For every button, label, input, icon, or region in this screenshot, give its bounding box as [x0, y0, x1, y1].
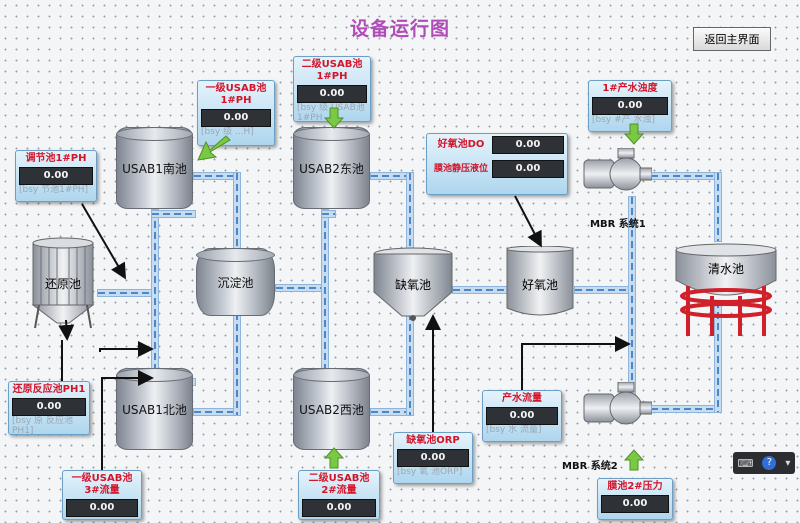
- clear-water-tank: 清水池: [672, 240, 780, 340]
- aerobic-tank: 好氧池: [505, 245, 575, 320]
- instrument-value[interactable]: 0.00: [492, 160, 564, 178]
- instrument-label: 二级USAB池 1#PH: [301, 59, 363, 82]
- settling-tank-label: 沉淀池: [217, 275, 254, 290]
- instrument-value[interactable]: 0.00: [19, 167, 93, 185]
- instrument-label: 调节池1#PH: [25, 153, 87, 164]
- instrument-label: 产水流量: [502, 393, 542, 404]
- instrument-label: 一级USAB池 1#PH: [205, 83, 267, 106]
- clear-water-tank-label: 清水池: [707, 262, 744, 276]
- pump-icon: [583, 147, 653, 191]
- reduction-tank: 还原池: [29, 237, 97, 329]
- instrument-value[interactable]: 0.00: [492, 136, 564, 154]
- instrument-value[interactable]: 0.00: [397, 449, 469, 467]
- instrument-tag: [bsy 氧 池ORP]: [397, 467, 463, 477]
- chevron-down-icon[interactable]: ▾: [785, 457, 791, 469]
- help-icon[interactable]: ?: [762, 456, 777, 470]
- instrument-label: 二级USAB池 2#流量: [308, 473, 370, 496]
- back-to-main-button[interactable]: 返回主界面: [693, 27, 771, 51]
- usab1-south-label: USAB1南池: [122, 161, 187, 176]
- instrument-label: 一级USAB池 3#流量: [71, 473, 133, 496]
- settling-tank: 沉淀池: [196, 248, 275, 316]
- usab2-west-label: USAB2西池: [299, 402, 364, 417]
- instrument-tag: [bsy 节池1#PH]: [19, 185, 89, 195]
- instrument-value[interactable]: 0.00: [66, 499, 138, 517]
- pipe: [321, 210, 336, 218]
- usab1-south-tank: USAB1南池: [116, 127, 193, 209]
- mbr2-pump: [582, 381, 653, 432]
- pipe: [714, 172, 722, 242]
- usab1-flow-display: 一级USAB池 3#流量 0.00: [62, 470, 142, 520]
- usab1-ph-display: 一级USAB池 1#PH 0.00 [bsy 级 ...H]: [197, 80, 275, 146]
- mbr1-pump: [582, 147, 653, 198]
- instrument-value[interactable]: 0.00: [201, 109, 271, 127]
- instrument-label: 好氧池DO: [437, 139, 485, 150]
- instrument-label: 膜池静压液位: [433, 164, 488, 174]
- usab1-north-tank: USAB1北池: [116, 368, 193, 450]
- usab1-north-label: USAB1北池: [122, 402, 187, 417]
- usab2-flow-display: 二级USAB池 2#流量 0.00: [298, 470, 380, 520]
- anoxic-tank-label: 缺氧池: [394, 278, 431, 292]
- instrument-label: 还原反应池PH1: [12, 384, 86, 395]
- instrument-value[interactable]: 0.00: [12, 398, 86, 416]
- instrument-value[interactable]: 0.00: [592, 97, 668, 115]
- instrument-tag: [bsy 级 ...H]: [201, 127, 254, 137]
- membrane-pressure-display: 膜池2#压力 0.00: [597, 478, 673, 520]
- level-row: 膜池静压液位 0.00: [430, 160, 564, 178]
- product-flow-display: 产水流量 0.00 [bsy 水 流量]: [482, 390, 562, 442]
- clear-water-tank-graphic: [675, 243, 777, 336]
- instrument-value[interactable]: 0.00: [486, 407, 558, 425]
- page-title: 设备运行图: [349, 18, 450, 40]
- mbr-system1-label: MBR 系统1: [590, 219, 646, 230]
- pipe: [151, 210, 196, 218]
- keyboard-icon[interactable]: ⌨: [737, 456, 754, 470]
- aerobic-do-display: 好氧池DO 0.00 膜池静压液位 0.00: [426, 133, 568, 195]
- input-method-tray: ⌨ ? ▾: [733, 452, 795, 474]
- usab2-west-tank: USAB2西池: [293, 368, 370, 450]
- instrument-value[interactable]: 0.00: [297, 85, 367, 103]
- aerobic-tank-graphic: [506, 245, 574, 316]
- anoxic-tank-graphic: [373, 247, 453, 321]
- product-turbidity-display: 1#产水浊度 0.00 [bsy #产 水浊]: [588, 80, 672, 132]
- anoxic-orp-display: 缺氧池ORP 0.00 [bsy 氧 池ORP]: [393, 432, 473, 484]
- usab2-east-tank: USAB2东池: [293, 127, 370, 209]
- regulating-ph-display: 调节池1#PH 0.00 [bsy 节池1#PH]: [15, 150, 97, 202]
- do-row: 好氧池DO 0.00: [430, 136, 564, 154]
- reduction-tank-graphic: [31, 237, 95, 329]
- aerobic-tank-label: 好氧池: [521, 278, 558, 292]
- instrument-tag: [bsy #产 水浊]: [592, 115, 656, 125]
- instrument-label: 膜池2#压力: [607, 481, 663, 492]
- reduction-ph-display: 还原反应池PH1 0.00 [bsy 原 反应池PH1]: [8, 381, 90, 436]
- reduction-tank-label: 还原池: [44, 277, 81, 291]
- instrument-tag: [bsy 水 流量]: [486, 425, 542, 435]
- anoxic-tank: 缺氧池: [372, 246, 454, 322]
- mbr-system2-label: MBR 系统2: [562, 461, 618, 472]
- pump-icon: [583, 381, 653, 425]
- instrument-tag: [bsy 原 反应池PH1]: [12, 416, 73, 436]
- instrument-label: 1#产水浊度: [602, 83, 658, 94]
- usab2-east-label: USAB2东池: [299, 161, 364, 176]
- instrument-label: 缺氧池ORP: [406, 435, 460, 446]
- instrument-value[interactable]: 0.00: [302, 499, 376, 517]
- instrument-value[interactable]: 0.00: [601, 495, 669, 513]
